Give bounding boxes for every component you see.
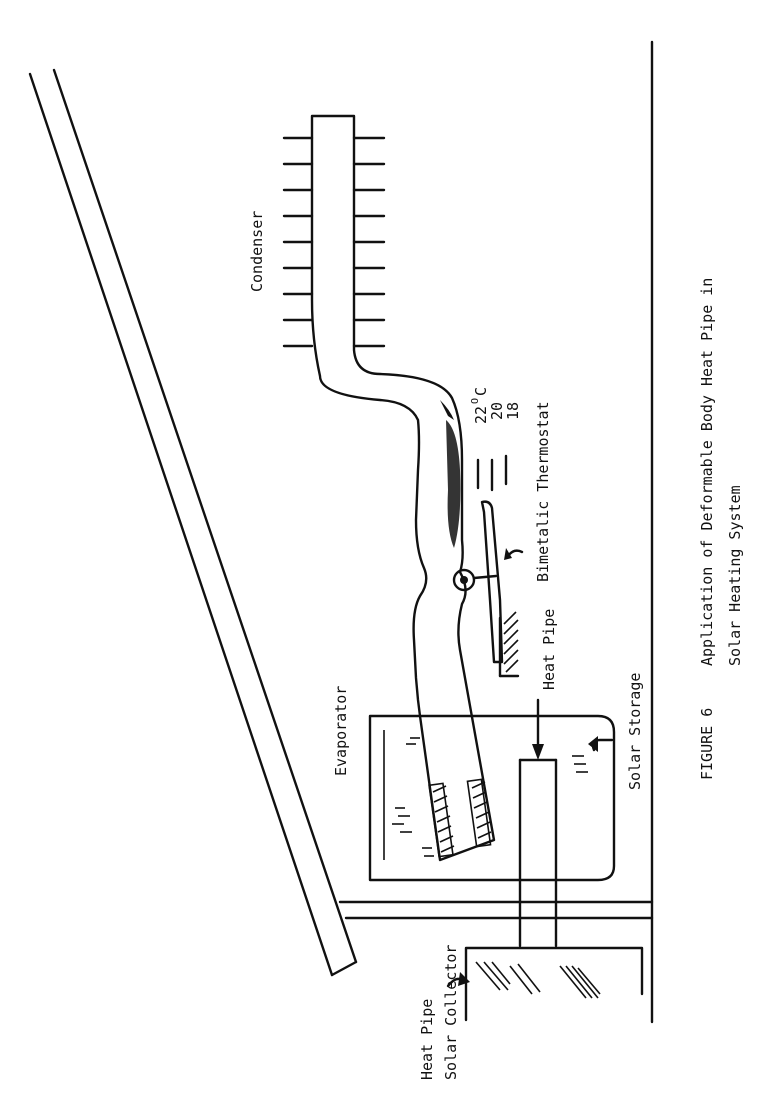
evaporator-label: Evaporator xyxy=(332,686,350,776)
solar-storage-label: Solar Storage xyxy=(626,673,644,790)
roof xyxy=(28,68,358,977)
collector-label-line1: Heat Pipe xyxy=(418,999,436,1080)
figure-number: FIGURE 6 xyxy=(698,708,716,780)
caption-line-2: Solar Heating System xyxy=(726,485,744,666)
bimetallic-thermostat xyxy=(452,454,524,678)
label-arrows xyxy=(446,698,614,988)
temp-degree-mark: O xyxy=(470,398,481,404)
condenser-fins xyxy=(282,136,386,348)
temp-22: 22 xyxy=(472,406,490,424)
collector-label-line2: Solar Collector xyxy=(442,945,460,1080)
figure-caption: FIGURE 6 Application of Deformable Body … xyxy=(698,278,744,780)
temp-18: 18 xyxy=(504,402,522,420)
solar-storage-tank xyxy=(368,714,616,882)
evaporator-wick xyxy=(428,778,492,858)
temp-unit-c: C xyxy=(472,387,490,396)
heat-pipe-arrow xyxy=(532,744,544,760)
deformable-heat-pipe xyxy=(310,114,496,862)
collector-arrow xyxy=(458,972,470,986)
solar-collector-box xyxy=(464,946,644,1022)
building-frame xyxy=(338,900,654,920)
thermostat-label: Bimetalic Thermostat xyxy=(534,401,552,582)
storage-arrow xyxy=(588,736,598,752)
heat-pipe-label: Heat Pipe xyxy=(540,609,558,690)
caption-line-1: Application of Deformable Body Heat Pipe… xyxy=(698,278,716,666)
condenser-label: Condenser xyxy=(248,211,266,292)
temp-20: 20 xyxy=(488,402,506,420)
thermostat-scale: 22 O C 20 18 xyxy=(470,387,522,424)
